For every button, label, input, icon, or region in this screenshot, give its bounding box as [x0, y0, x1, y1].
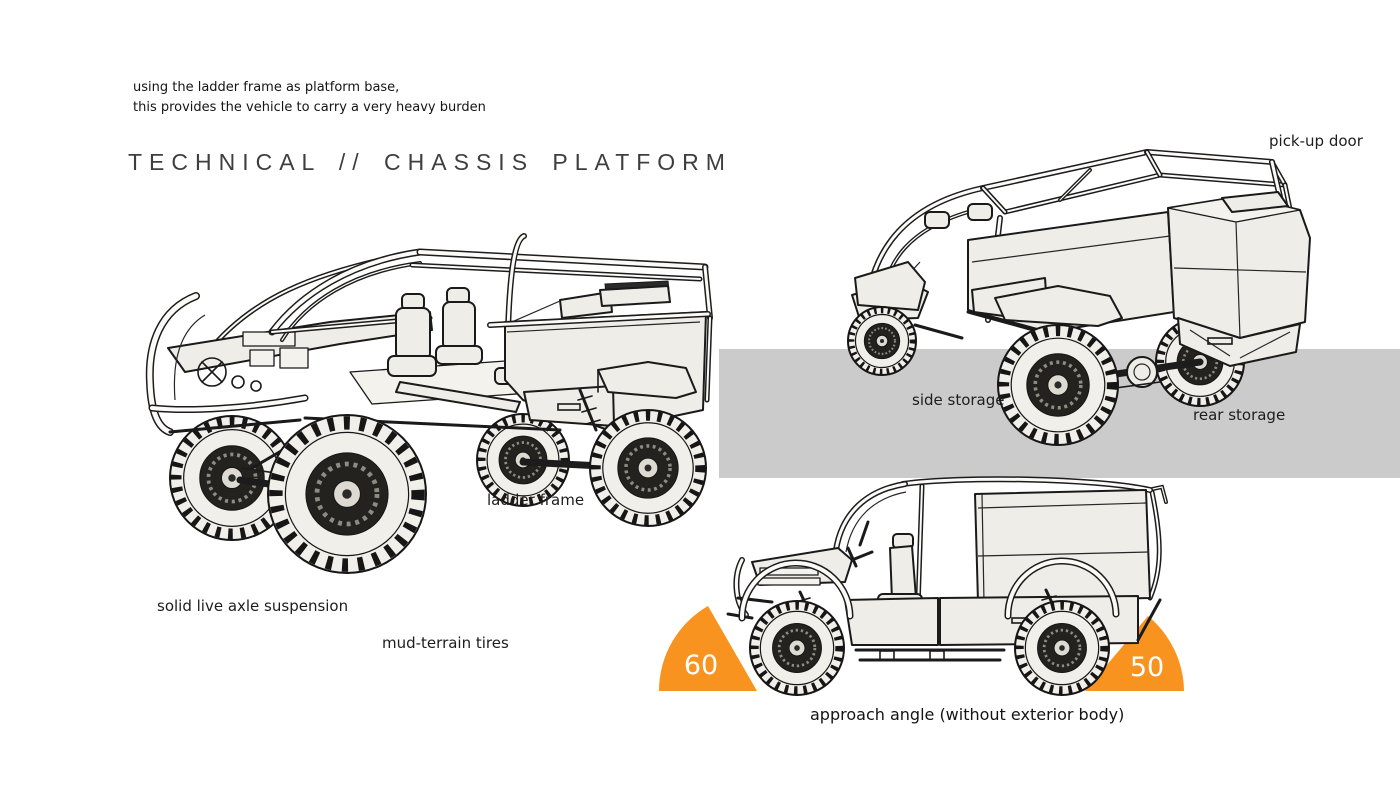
approach-angle-caption: approach angle (without exterior body) — [810, 705, 1125, 724]
rear-bumper — [1177, 317, 1301, 367]
label-mud-terrain-tires: mud-terrain tires — [382, 634, 509, 652]
side-view-vehicle — [726, 476, 1168, 696]
rear-angle-value: 50 — [1130, 652, 1164, 683]
intro-line-2: this provides the vehicle to carry a ver… — [133, 99, 486, 115]
page-title: TECHNICAL // CHASSIS PLATFORM — [128, 149, 732, 175]
rear-storage-box — [1167, 191, 1311, 339]
label-solid-live-axle: solid live axle suspension — [157, 597, 349, 615]
approach-angle-front-wedge: 60 — [658, 606, 757, 691]
intro-text: using the ladder frame as platform base,… — [133, 78, 486, 117]
front-quarter-vehicle-illustration — [145, 233, 713, 574]
label-rear-storage: rear storage — [1193, 406, 1286, 424]
intro-line-1: using the ladder frame as platform base, — [133, 80, 400, 95]
cargo-bed — [487, 280, 713, 431]
wheel — [847, 306, 917, 376]
rear-quarter-vehicle-illustration — [847, 149, 1311, 446]
label-ladder-frame: ladder frame — [487, 491, 585, 509]
wheel — [589, 409, 707, 527]
wheel — [997, 324, 1119, 446]
wheel — [267, 414, 427, 574]
wheel — [749, 600, 845, 696]
wheel — [1014, 600, 1110, 696]
hood-and-engine — [167, 311, 433, 392]
label-pickup-door: pick-up door — [1269, 132, 1363, 150]
cargo-box — [974, 489, 1151, 603]
approach-angle-rear-wedge: 50 — [1085, 616, 1184, 691]
label-side-storage: side storage — [912, 391, 1005, 409]
front-angle-value: 60 — [684, 650, 718, 681]
side-vehicle-illustration: 60 50 — [658, 476, 1184, 696]
